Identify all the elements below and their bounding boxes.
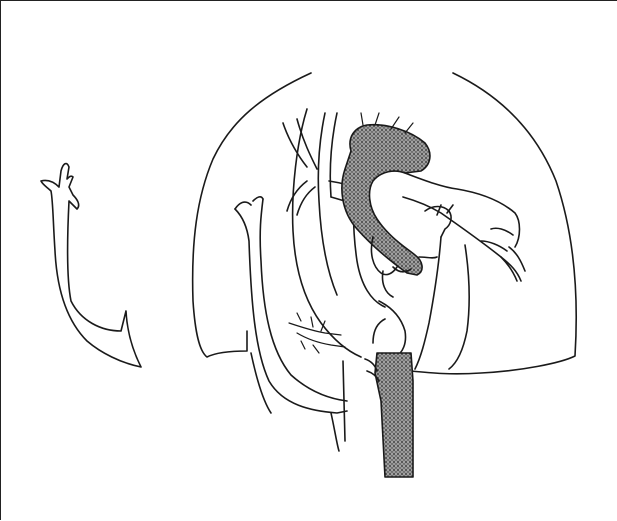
descending-aorta bbox=[365, 353, 413, 477]
isolated-vessel-left bbox=[41, 164, 141, 367]
small-branches-lower bbox=[289, 313, 345, 353]
